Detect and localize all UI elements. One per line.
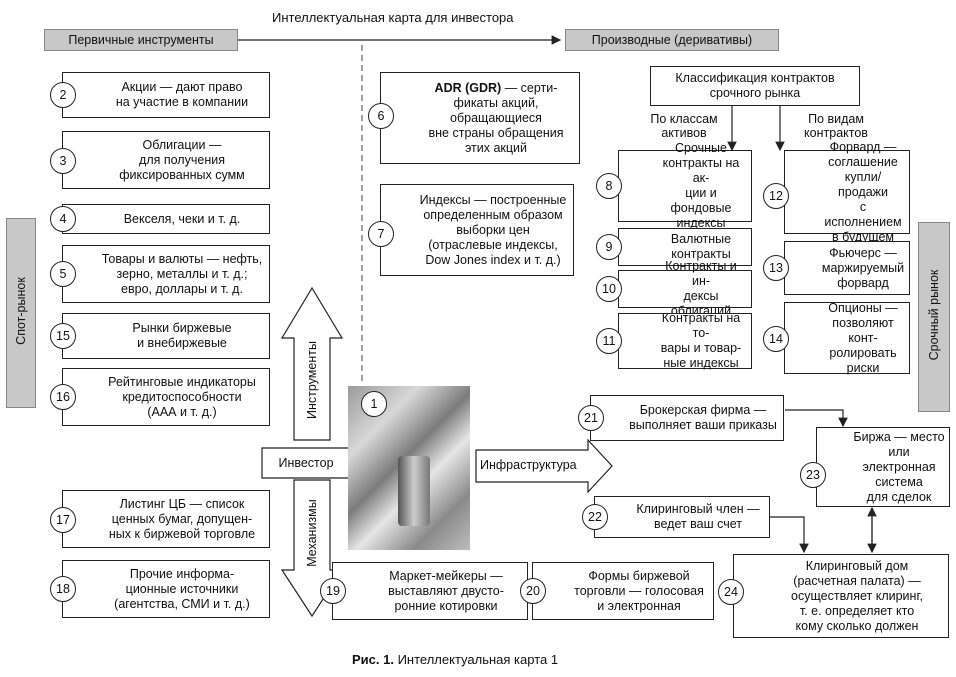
spot-market-label: Спот-рынок xyxy=(14,277,28,345)
caption-bold: Рис. 1. xyxy=(352,652,394,667)
caption-text: Интеллектуальная карта 1 xyxy=(393,652,559,667)
num-16: 16 xyxy=(50,384,76,410)
box-clearing-member: Клиринговый член — ведет ваш счет xyxy=(594,496,770,538)
num-2: 2 xyxy=(50,82,76,108)
box-bond-contracts-text: Контракты и ин- дексы облигаций xyxy=(665,259,737,318)
photo-object xyxy=(398,456,430,526)
num-11: 11 xyxy=(596,328,622,354)
box-bond-contracts: Контракты и ин- дексы облигаций xyxy=(618,259,752,318)
box-adr-bold: ADR (GDR) xyxy=(434,80,502,95)
futures-market-label: Срочный рынок xyxy=(927,269,941,361)
box-clearing-member-text: Клиринговый член — ведет ваш счет xyxy=(636,502,760,531)
box-clearing-house-text: Клиринговый дом (расчетная палата) — осу… xyxy=(791,558,923,633)
label-by-assets-text: По классам активов xyxy=(650,112,718,140)
box-market-makers-text: Маркет-мейкеры — выставляют двусто- ронн… xyxy=(388,568,504,613)
box-clearing-house: Клиринговый дом (расчетная палата) — осу… xyxy=(733,554,949,638)
box-ratings-text: Рейтинговые индикаторы кредитоспособност… xyxy=(108,374,256,419)
box-classification: Классификация контрактов срочного рынка xyxy=(650,66,860,106)
box-commodities-text: Товары и валюты — нефть, зерно, металлы … xyxy=(101,251,263,296)
futures-market-bar xyxy=(918,222,950,412)
num-23: 23 xyxy=(800,462,826,488)
box-markets-text: Рынки биржевые и внебиржевые xyxy=(132,321,232,350)
box-bonds-text: Облигации — для получения фиксированных … xyxy=(119,137,245,182)
box-options: Опционы — позволяют конт- ролировать рис… xyxy=(784,300,910,375)
map-title: Интеллектуальная карта для инвестора xyxy=(272,10,514,25)
num-5: 5 xyxy=(50,261,76,287)
num-18: 18 xyxy=(50,576,76,602)
label-by-contracts-text: По видам контрактов xyxy=(804,112,868,140)
box-bills-text: Векселя, чеки и т. д. xyxy=(123,211,241,226)
instruments-label: Инструменты xyxy=(305,341,319,419)
figure-caption: Рис. 1. Интеллектуальная карта 1 xyxy=(352,652,558,667)
num-15: 15 xyxy=(50,323,76,349)
num-13: 13 xyxy=(763,255,789,281)
num-12: 12 xyxy=(763,183,789,209)
box-markets: Рынки биржевые и внебиржевые xyxy=(62,313,270,359)
box-bonds: Облигации — для получения фиксированных … xyxy=(62,131,270,189)
box-listing: Листинг ЦБ — список ценных бумаг, допуще… xyxy=(62,490,270,548)
infrastructure-label: Инфраструктура xyxy=(480,458,577,472)
box-exchange: Биржа — место или электронная система дл… xyxy=(816,427,950,507)
box-broker-text: Брокерская фирма — выполняет ваши приказ… xyxy=(629,403,777,432)
num-7: 7 xyxy=(368,221,394,247)
box-commodity-contracts-text: Контракты на то- вары и товар- ные индек… xyxy=(660,311,742,370)
box-adr-rest: — серти- фикаты акций, обращающиеся вне … xyxy=(428,80,564,155)
spot-market-bar xyxy=(6,218,36,408)
box-adr: ADR (GDR) — серти- фикаты акций, обращаю… xyxy=(380,72,580,164)
mechanisms-label: Механизмы xyxy=(305,499,319,567)
box-exchange-text: Биржа — место или электронная система дл… xyxy=(853,429,945,504)
label-by-assets: По классам активов xyxy=(636,112,732,140)
investor-label: Инвестор xyxy=(278,456,334,470)
box-market-makers: Маркет-мейкеры — выставляют двусто- ронн… xyxy=(332,562,528,620)
num-19: 19 xyxy=(320,578,346,604)
label-by-contracts: По видам контрактов xyxy=(786,112,886,140)
box-stock-futures: Срочные контракты на ак- ции и фондовые … xyxy=(618,141,752,230)
box-ratings: Рейтинговые индикаторы кредитоспособност… xyxy=(62,368,270,426)
box-trading-forms: Формы биржевой торговли — голосовая и эл… xyxy=(532,562,714,620)
num-22: 22 xyxy=(582,504,608,530)
num-21: 21 xyxy=(578,405,604,431)
box-indices-text: Индексы — построенные определенным образ… xyxy=(419,192,567,267)
num-6: 6 xyxy=(368,103,394,129)
box-stock-futures-text: Срочные контракты на ак- ции и фондовые … xyxy=(662,141,740,230)
box-stocks-text: Акции — дают право на участие в компании xyxy=(115,80,249,109)
box-stocks: Акции — дают право на участие в компании xyxy=(62,72,270,118)
num-24: 24 xyxy=(718,579,744,605)
num-20: 20 xyxy=(520,578,546,604)
num-9: 9 xyxy=(596,234,622,260)
box-futures-text: Фьючерс — маржируемый форвард xyxy=(821,245,905,290)
box-indices: Индексы — построенные определенным образ… xyxy=(380,184,574,276)
box-futures: Фьючерс — маржируемый форвард xyxy=(784,241,910,295)
num-17: 17 xyxy=(50,507,76,533)
header-primary-instruments: Первичные инструменты xyxy=(44,29,238,51)
box-forward-text: Форвард — соглашение купли/продажи с исп… xyxy=(824,139,902,244)
box-info-sources-text: Прочие информа- ционные источники (агент… xyxy=(114,566,250,611)
box-classification-text: Классификация контрактов срочного рынка xyxy=(675,71,835,100)
box-forward: Форвард — соглашение купли/продажи с исп… xyxy=(784,140,910,244)
num-3: 3 xyxy=(50,148,76,174)
num-8: 8 xyxy=(596,173,622,199)
box-currency-contracts: Валютные контракты xyxy=(618,228,752,266)
box-bills: Векселя, чеки и т. д. xyxy=(62,204,270,234)
box-trading-forms-text: Формы биржевой торговли — голосовая и эл… xyxy=(574,568,704,613)
box-options-text: Опционы — позволяют конт- ролировать рис… xyxy=(828,300,898,375)
box-listing-text: Листинг ЦБ — список ценных бумаг, допуще… xyxy=(108,496,256,541)
box-commodity-contracts: Контракты на то- вары и товар- ные индек… xyxy=(618,311,752,370)
num-10: 10 xyxy=(596,276,622,302)
num-1: 1 xyxy=(361,391,387,417)
num-14: 14 xyxy=(763,326,789,352)
header-derivatives: Производные (деривативы) xyxy=(565,29,779,51)
box-broker: Брокерская фирма — выполняет ваши приказ… xyxy=(590,395,784,441)
box-info-sources: Прочие информа- ционные источники (агент… xyxy=(62,560,270,618)
num-4: 4 xyxy=(50,206,76,232)
box-commodities: Товары и валюты — нефть, зерно, металлы … xyxy=(62,245,270,303)
box-currency-contracts-text: Валютные контракты xyxy=(670,232,732,261)
box-adr-text: ADR (GDR) — серти- фикаты акций, обращаю… xyxy=(429,81,564,156)
